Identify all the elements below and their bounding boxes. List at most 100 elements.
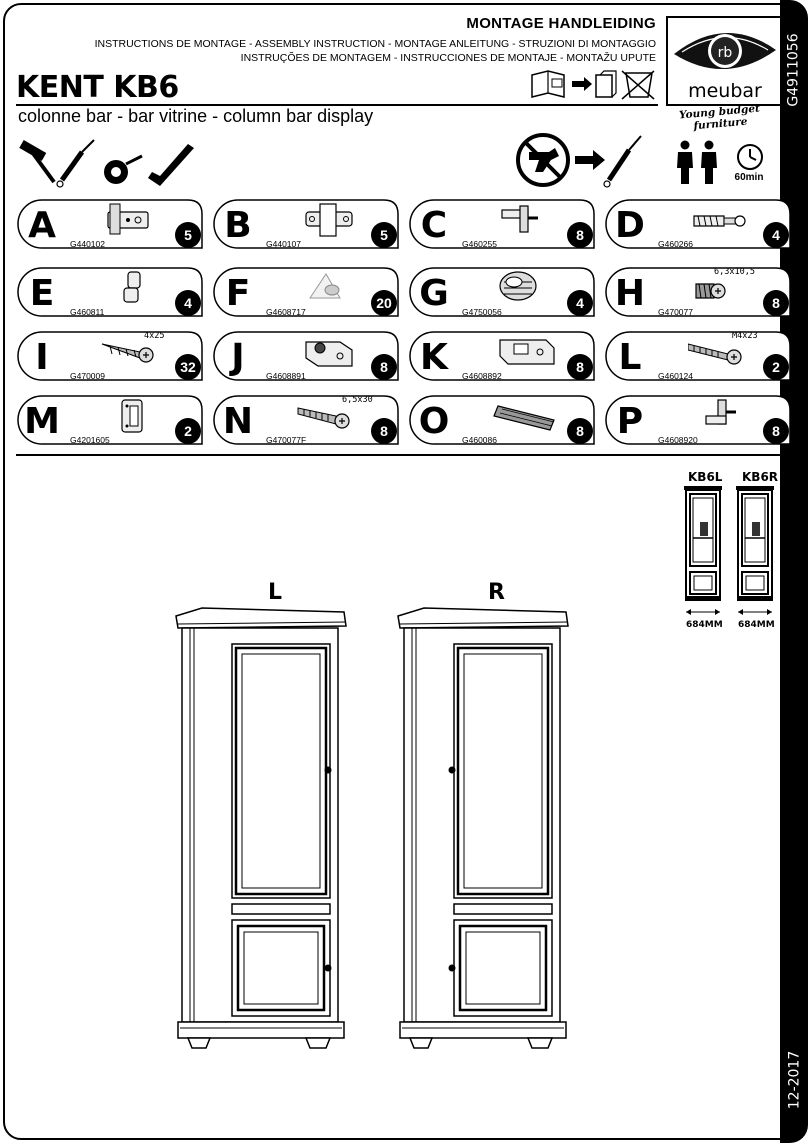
- part-i: I 4x25 G470009 32: [16, 330, 204, 382]
- part-e: E G460811 4: [16, 266, 204, 318]
- svg-text:rb: rb: [718, 45, 733, 61]
- part-quantity: 4: [763, 222, 789, 248]
- glass-pad-icon: [309, 273, 341, 299]
- part-p: P G4608920 8: [604, 394, 792, 446]
- part-quantity: 8: [567, 222, 593, 248]
- part-d: D G460266 4: [604, 198, 792, 250]
- clock-icon: [737, 144, 763, 170]
- square-ruler-icon: [148, 144, 194, 186]
- eye-logo-icon: rb: [674, 32, 776, 70]
- part-b: B G440107 5: [212, 198, 400, 250]
- variant-right-thumbnail: [736, 486, 774, 601]
- short-screw-icon: [695, 283, 726, 299]
- part-dimension: 6,5x30: [342, 395, 373, 405]
- part-code: G470077F: [266, 435, 307, 445]
- shelf-pin-icon: [705, 399, 736, 425]
- part-letter: C: [420, 204, 448, 246]
- part-quantity: 2: [763, 354, 789, 380]
- part-a: A G440102 5: [16, 198, 204, 250]
- right-cabinet-drawing: [397, 607, 569, 1049]
- bracket-connector-icon: [305, 341, 353, 367]
- part-code: G440107: [266, 239, 301, 249]
- left-cabinet-label: L: [268, 580, 283, 605]
- product-subtitle: colonne bar - bar vitrine - column bar d…: [18, 106, 374, 126]
- part-code: G4608717: [266, 307, 306, 317]
- tape-measure-icon: [104, 154, 143, 184]
- part-code: G4608891: [266, 371, 306, 381]
- part-quantity: 5: [371, 222, 397, 248]
- model-name: KENT KB6: [16, 70, 179, 105]
- part-code: G460811: [70, 307, 105, 317]
- variant-left-thumbnail: [684, 486, 722, 601]
- part-quantity: 20: [371, 290, 397, 316]
- connector-pin-icon: [123, 271, 141, 303]
- part-l: L M4x23 G460124 2: [604, 330, 792, 382]
- part-code: G4201605: [70, 435, 110, 445]
- screwdriver-icon: [56, 139, 95, 188]
- part-letter: H: [614, 272, 646, 314]
- part-letter: I: [35, 336, 49, 378]
- cam-lock-icon: [499, 271, 537, 301]
- magnetic-catch-icon: [121, 399, 143, 433]
- variant-left-label: KB6L: [688, 470, 723, 484]
- parts-divider: [16, 454, 780, 456]
- brand-name: meubar: [688, 80, 762, 102]
- required-tools: [19, 139, 194, 188]
- part-quantity: 2: [175, 418, 201, 444]
- two-persons-icon: [677, 140, 717, 184]
- header-divider: [16, 104, 658, 106]
- part-letter: F: [225, 272, 251, 314]
- part-dimension: M4x23: [732, 331, 758, 341]
- left-cabinet-drawing: [175, 607, 347, 1049]
- part-k: K G4608892 8: [408, 330, 596, 382]
- part-letter: N: [222, 400, 254, 442]
- cam-bolt-icon: [693, 215, 746, 227]
- part-code: G4750056: [462, 307, 502, 317]
- part-c: C G460255 8: [408, 198, 596, 250]
- part-quantity: 32: [175, 354, 201, 380]
- part-h: H 6,3x10,5 G470077 8: [604, 266, 792, 318]
- part-j: J G4608891 8: [212, 330, 400, 382]
- part-quantity: 8: [567, 418, 593, 444]
- no-power-drill-icon: [516, 133, 642, 188]
- part-code: G460086: [462, 435, 497, 445]
- sidebar: G4911056 12-2017: [780, 0, 808, 1143]
- part-code: G4608920: [658, 435, 698, 445]
- part-code: G460255: [462, 239, 497, 249]
- part-quantity: 8: [371, 418, 397, 444]
- part-quantity: 4: [175, 290, 201, 316]
- part-letter: G: [419, 272, 449, 314]
- brand-logo: rb meubar: [666, 16, 784, 106]
- part-quantity: 4: [567, 290, 593, 316]
- confirmat-screw-icon: [297, 407, 350, 429]
- part-f: F G4608717 20: [212, 266, 400, 318]
- part-code: G470009: [70, 371, 105, 381]
- part-letter: D: [615, 204, 645, 246]
- part-quantity: 8: [371, 354, 397, 380]
- assembly-time: 60min: [734, 172, 764, 183]
- part-dimension: 6,3x10,5: [714, 267, 755, 277]
- variant-right-width: 684MM: [738, 620, 775, 630]
- languages-line-2: INSTRUÇÕES DE MONTAGEM - INSTRUCCIONES D…: [240, 52, 656, 64]
- part-code: G440102: [70, 239, 105, 249]
- hammer-icon: [19, 140, 56, 184]
- part-m: M G4201605 2: [16, 394, 204, 446]
- part-letter: J: [231, 336, 245, 378]
- part-letter: E: [29, 272, 55, 314]
- part-o: O G460086 8: [408, 394, 596, 446]
- part-letter: B: [224, 204, 252, 246]
- part-g: G G4750056 4: [408, 266, 596, 318]
- part-code: G460266: [658, 239, 693, 249]
- hinge-icon: [107, 203, 149, 235]
- part-letter: L: [618, 336, 642, 378]
- right-cabinet-label: R: [488, 580, 505, 605]
- manual-keep-icon: [531, 70, 655, 100]
- variant-right-label: KB6R: [742, 470, 779, 484]
- part-quantity: 8: [763, 418, 789, 444]
- width-arrows: [686, 609, 772, 615]
- part-code: G470077: [658, 307, 693, 317]
- part-letter: P: [616, 400, 644, 442]
- page-title: MONTAGE HANDLEIDING: [466, 15, 656, 32]
- part-letter: M: [24, 400, 60, 442]
- languages-line-1: INSTRUCTIONS DE MONTAGE - ASSEMBLY INSTR…: [94, 38, 656, 50]
